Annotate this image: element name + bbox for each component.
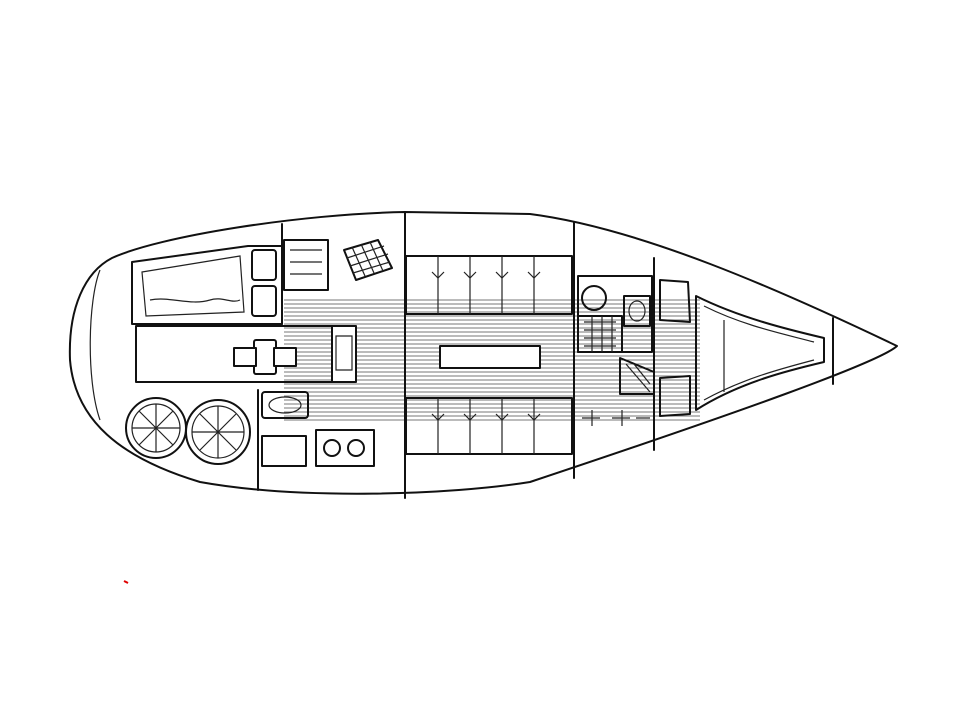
red-tick-mark (123, 580, 129, 584)
chart-grid-panel (343, 239, 393, 281)
cushion-tuft-mark (463, 413, 477, 421)
cushion-tuft-mark (431, 271, 445, 279)
chart-table (135, 325, 357, 383)
settee-cushions (431, 256, 541, 454)
forward-v-berth (659, 279, 825, 417)
galley (261, 391, 375, 467)
hanging-locker (582, 357, 655, 426)
saloon-settee-top (405, 255, 573, 315)
cushion-tuft-mark (527, 271, 541, 279)
cushion-tuft-mark (463, 271, 477, 279)
saloon-settee-bottom (405, 397, 573, 455)
aft-port-berth (131, 245, 283, 325)
aft-locker (283, 239, 329, 291)
bulkheads (257, 212, 834, 499)
cushion-tuft-mark (495, 413, 509, 421)
cushion-tuft-mark (495, 271, 509, 279)
hull-outline (68, 211, 898, 495)
saloon-table (439, 345, 541, 369)
stern-inner-line (89, 269, 101, 421)
cushion-tuft-mark (527, 413, 541, 421)
cushion-tuft-mark (431, 413, 445, 421)
head-compartment (577, 275, 653, 353)
steering-wheels (125, 397, 251, 465)
